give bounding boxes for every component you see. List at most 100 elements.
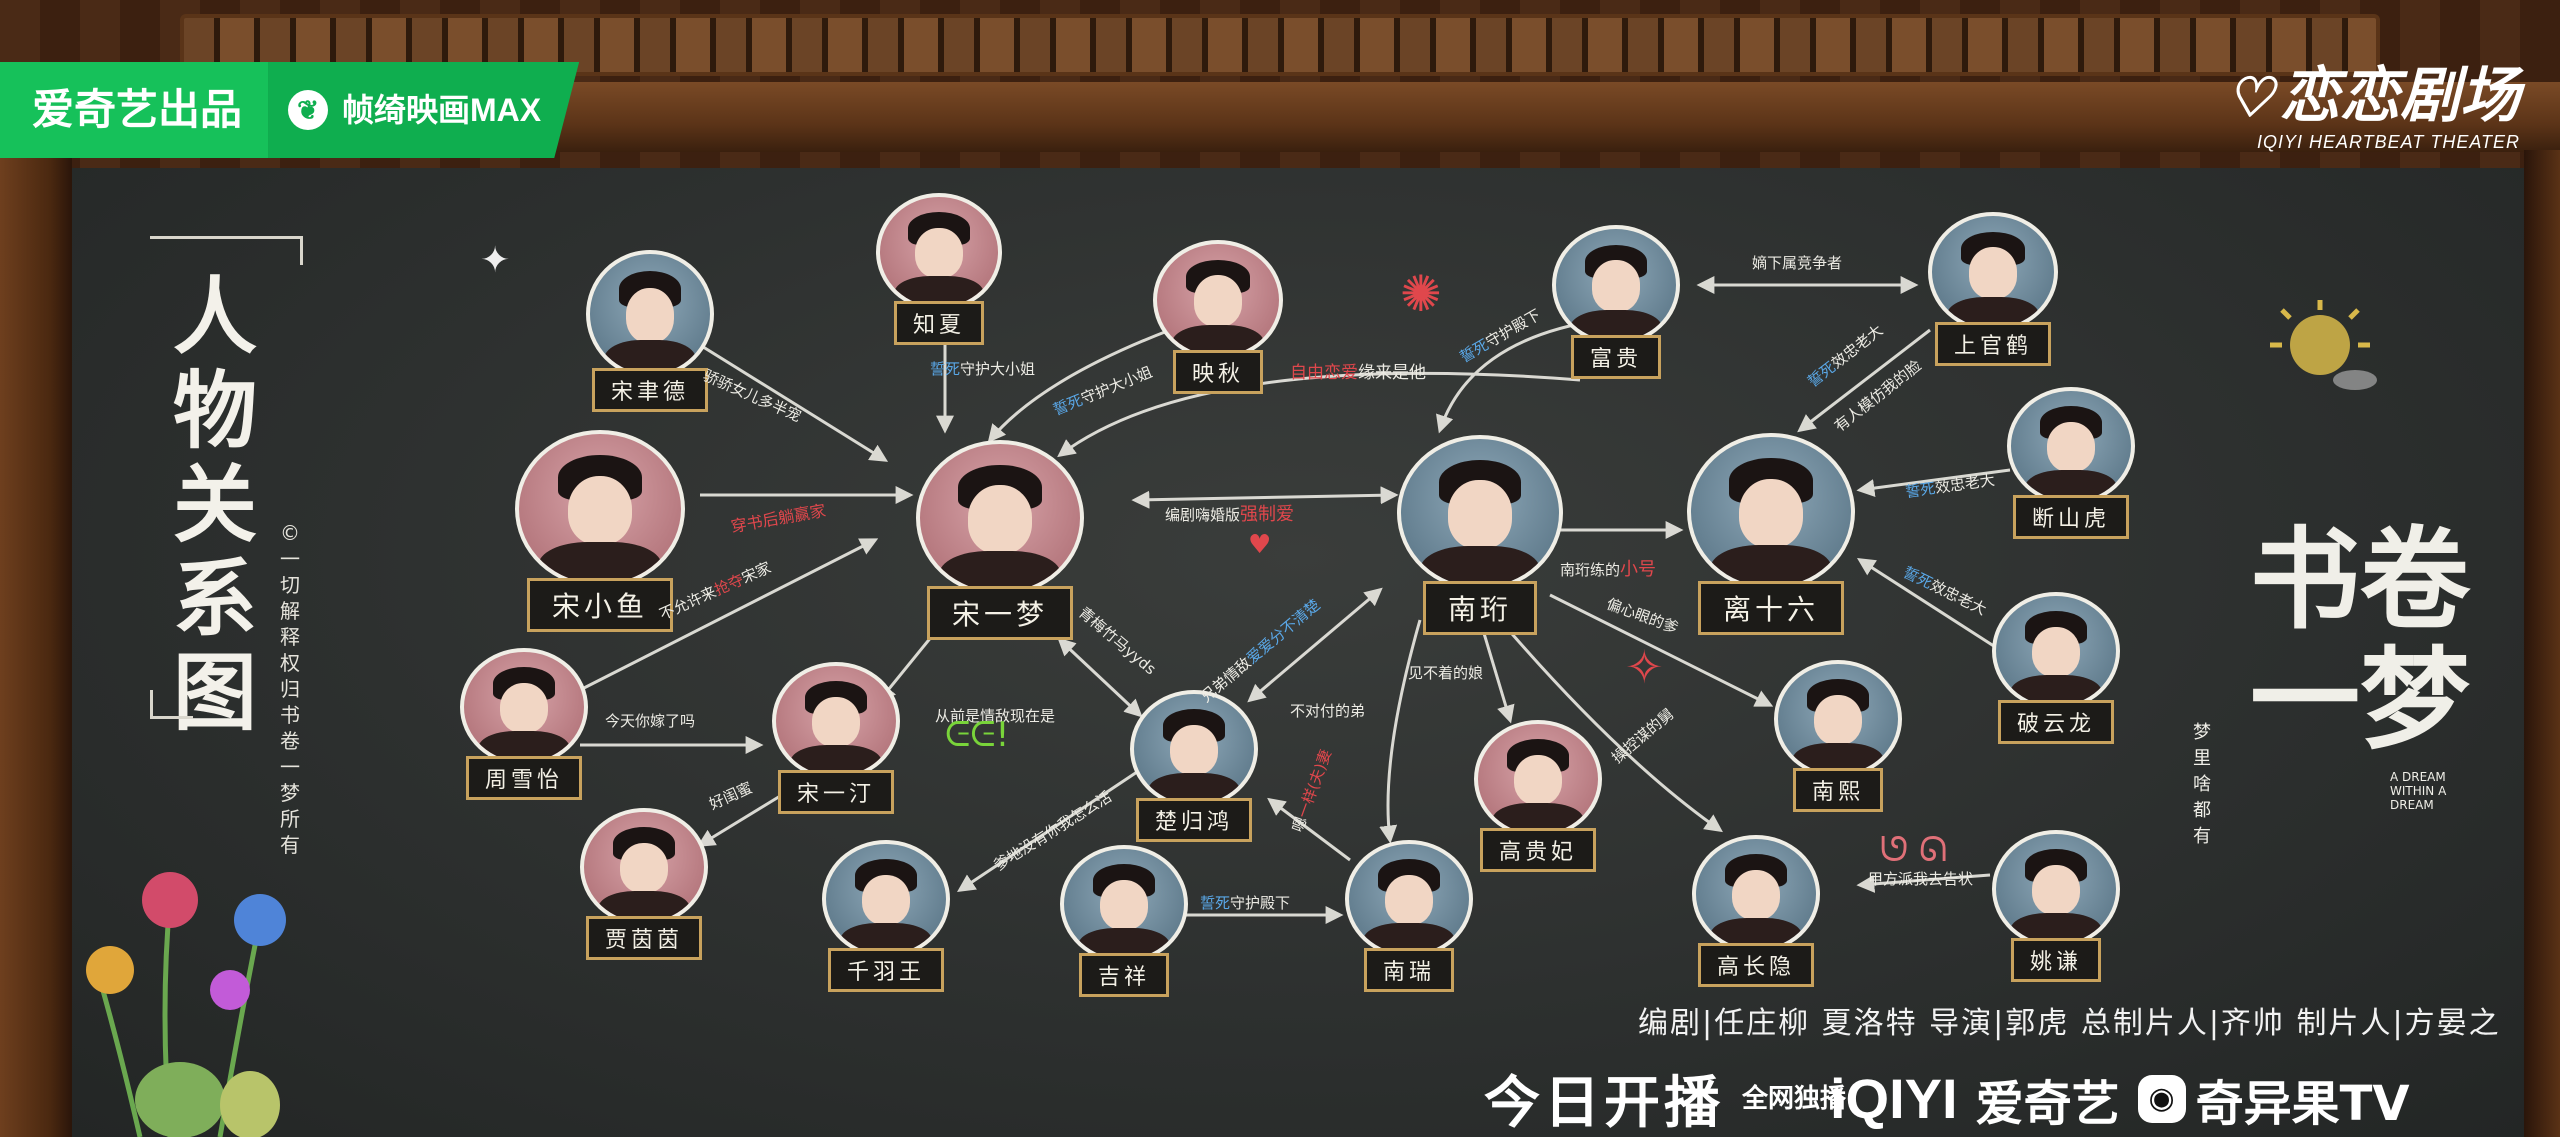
node-yao-qian[interactable]: 姚谦 <box>1990 830 2122 982</box>
arrow-chugui-qianyu <box>957 768 1141 892</box>
arrow-nanheng-nanxi <box>1549 593 1774 707</box>
node-li-shi-liu[interactable]: 离十六 <box>1685 433 1857 635</box>
node-nan-xi[interactable]: 南熙 <box>1772 660 1904 812</box>
kiwi-icon: ◉ <box>2137 1074 2186 1123</box>
arrow-shangguan-lishiliu <box>1797 328 1931 433</box>
node-fu-gui[interactable]: 富贵 <box>1550 225 1682 379</box>
node-shang-guan-he[interactable]: 上官鹤 <box>1925 212 2061 366</box>
node-gao-chang-yin[interactable]: 高长隐 <box>1690 835 1822 987</box>
arrow-chugui-nanheng <box>1247 587 1383 703</box>
exclusive-text: 全网独播 <box>1742 1083 1847 1114</box>
avatar <box>1928 212 2058 332</box>
rel-label: 甲方派我去告状 <box>1868 870 1974 888</box>
arrow-nanheng-nanrui <box>1379 619 1422 844</box>
name-label: 南熙 <box>1792 768 1883 812</box>
avatar <box>2007 387 2135 505</box>
arrow-duanshanhu-lishiliu <box>1856 468 2011 498</box>
avatar <box>1474 720 1602 838</box>
name-label: 宋一梦 <box>926 586 1073 640</box>
node-zhi-xia[interactable]: 知夏 <box>873 193 1005 345</box>
diagram-title: 人物关系图 <box>172 267 257 742</box>
rel-label: 今天你嫁了吗 <box>605 712 696 730</box>
avatar <box>822 840 950 958</box>
rel-label: 见不着的娘 <box>1408 664 1484 682</box>
arrow-nanheng-gaochangyin <box>1498 619 1723 833</box>
name-label: 千羽王 <box>827 948 944 992</box>
name-label: 楚归鸿 <box>1135 798 1252 842</box>
node-chu-gui-hong[interactable]: 楚归鸿 <box>1128 690 1260 842</box>
iqiyi-logo: iQIYI <box>1830 1067 1958 1130</box>
show-title: 书卷一梦 <box>2250 515 2470 764</box>
theater-cn: 恋恋剧场 <box>2280 62 2520 129</box>
sparkle-icon: ✦ <box>480 240 511 281</box>
name-label: 南珩 <box>1422 581 1537 635</box>
node-jia-yin-yin[interactable]: 贾茵茵 <box>578 808 710 960</box>
name-label: 南瑞 <box>1363 948 1454 992</box>
avatar <box>580 808 708 926</box>
avatar <box>1774 660 1902 778</box>
node-zhou-xue-yi[interactable]: 周雪怡 <box>458 648 590 800</box>
heart-icon: ♡ <box>2225 68 2274 128</box>
title-bracket-top <box>150 236 303 265</box>
node-nan-rui[interactable]: 南瑞 <box>1343 840 1475 992</box>
node-ying-qiu[interactable]: 映秋 <box>1150 240 1286 394</box>
rel-label: 不对付的弟 <box>1290 702 1366 720</box>
name-label: 高贵妃 <box>1479 828 1596 872</box>
theater-en: IQIYI HEARTBEAT THEATER <box>2256 132 2520 152</box>
arrow-yaoqian-gaochangyin <box>1856 873 1991 893</box>
wood-frame-left <box>0 150 72 1137</box>
name-label: 吉祥 <box>1078 953 1169 997</box>
name-label: 宋小鱼 <box>526 578 673 632</box>
theater-logo: ♡恋恋剧场 IQIYI HEARTBEAT THEATER <box>2180 62 2520 153</box>
name-label: 断山虎 <box>2012 495 2129 539</box>
avatar <box>1992 592 2120 710</box>
name-label: 上官鹤 <box>1934 322 2051 366</box>
wood-frame-right <box>2524 150 2560 1137</box>
name-label: 贾茵茵 <box>585 916 702 960</box>
avatar <box>1992 830 2120 948</box>
arrow-zhouxueyi-yimeng <box>579 538 879 692</box>
node-qian-yu-wang[interactable]: 千羽王 <box>820 840 952 992</box>
node-ji-xiang[interactable]: 吉祥 <box>1058 845 1190 997</box>
arrow-yimeng-nanheng <box>1131 486 1399 509</box>
rel-label: 从前是情敌现在是 <box>935 707 1056 725</box>
avatar <box>1692 835 1820 953</box>
broadcast-banner: 今日开播 全网独播 iQIYI 爱奇艺 ◉奇异果TV <box>1484 1058 2410 1137</box>
avatar <box>772 662 900 780</box>
arrow-yiting-jiayinyin <box>696 788 791 847</box>
node-song-yi-meng[interactable]: 宋一梦 <box>915 440 1085 640</box>
credits: 编剧|任庄柳 夏洛特 导演|郭虎 总制片人|齐帅 制片人|方晏之 <box>1638 1006 2501 1041</box>
arrow-yingqiu-yimeng <box>987 328 1171 443</box>
premiere-text: 今日开播 <box>1484 1071 1724 1136</box>
arrow-poyunlong-lishiliu <box>1856 558 2001 652</box>
sun-doodle-icon: ✺ <box>1400 265 1442 323</box>
node-nan-heng[interactable]: 南珩 <box>1395 435 1565 635</box>
heart-doodle-icon: ♥ <box>1248 530 1272 560</box>
rel-label: 自由恋爱缘来是他 <box>1290 363 1426 383</box>
producer-text: 爱奇艺出品 <box>0 62 269 158</box>
node-song-xiao-yu[interactable]: 宋小鱼 <box>510 430 690 632</box>
name-label: 姚谦 <box>2010 938 2101 982</box>
avatar <box>460 648 588 766</box>
producer-badge: 爱奇艺出品 ❦ 帧绮映画MAX <box>0 62 580 158</box>
node-po-yun-long[interactable]: 破云龙 <box>1990 592 2122 744</box>
arrow-nanheng-gaoguifei <box>1478 619 1515 724</box>
max-badge: ❦ 帧绮映画MAX <box>268 62 580 158</box>
node-duan-shan-hu[interactable]: 断山虎 <box>2005 387 2137 539</box>
avatar <box>515 430 685 588</box>
node-gao-gui-fei[interactable]: 高贵妃 <box>1472 720 1604 872</box>
avatar <box>1397 435 1563 591</box>
name-label: 映秋 <box>1172 350 1263 394</box>
rel-label: 南珩练的小号 <box>1560 559 1657 580</box>
node-song-yu-de[interactable]: 宋聿德 <box>582 250 718 412</box>
name-label: 破云龙 <box>1997 700 2114 744</box>
name-label: 知夏 <box>893 301 984 345</box>
avatar <box>1130 690 1258 808</box>
avatar <box>1687 433 1855 591</box>
arrow-yimeng-chugui <box>1057 637 1143 718</box>
node-song-yi-ting[interactable]: 宋一汀 <box>770 662 902 814</box>
name-label: 周雪怡 <box>465 756 582 800</box>
blush-doodle-icon: ᘎ ᘏ <box>1880 830 1948 870</box>
leaf-logo-icon: ❦ <box>288 90 329 130</box>
